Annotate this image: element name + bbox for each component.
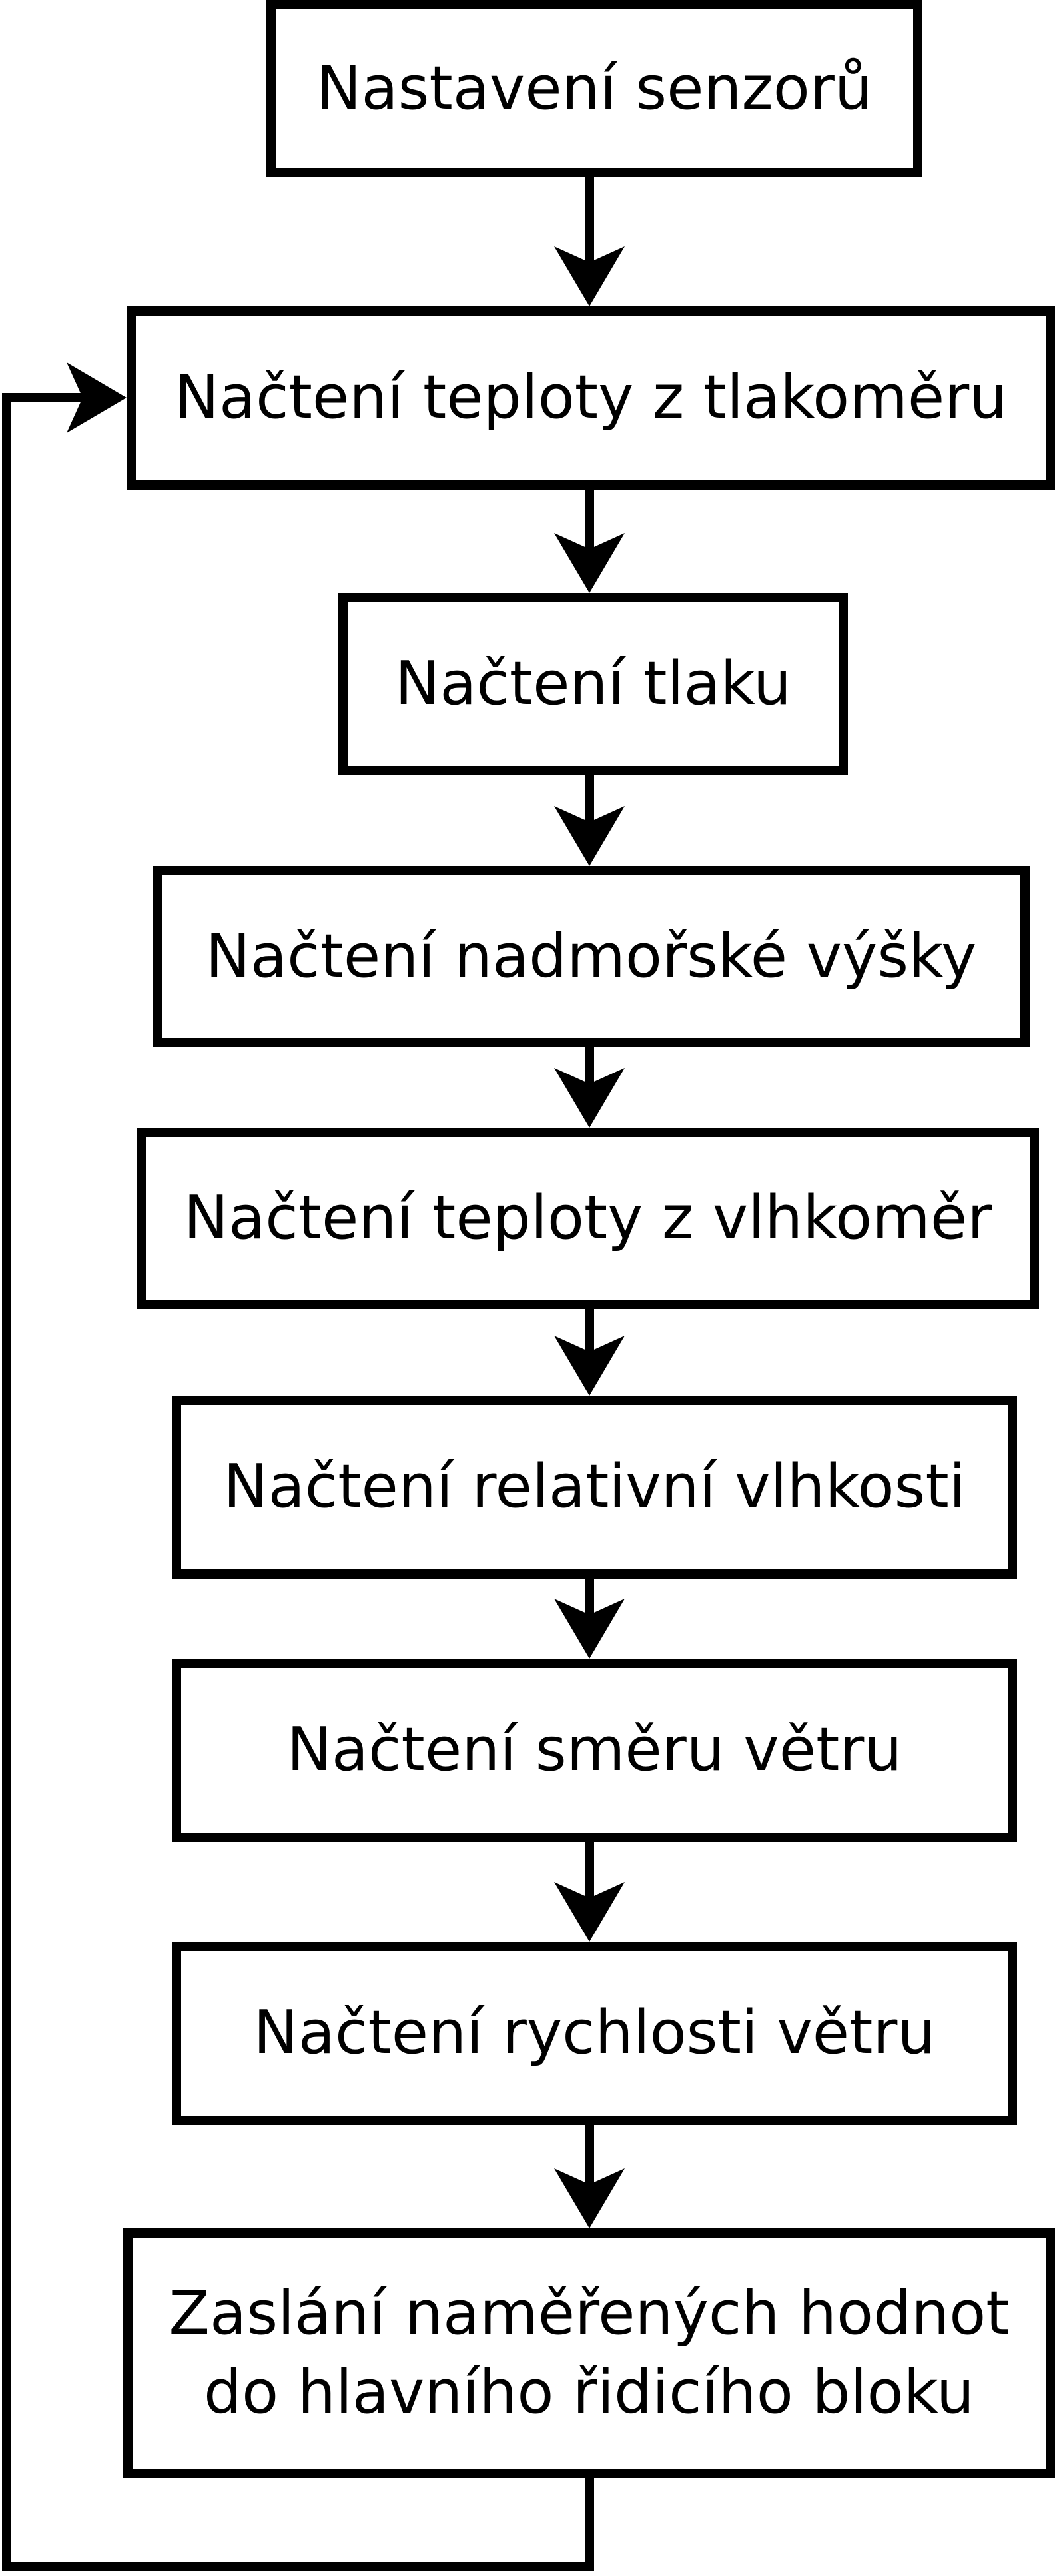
edge-line-read-altitude-to-read-temp-humidity: [585, 1047, 594, 1085]
flow-node-read-wind-dir: Načtení směru větru: [172, 1659, 1017, 1842]
edge-line-read-wind-dir-to-read-wind-speed: [585, 1842, 594, 1899]
flow-node-read-pressure: Načtení tlaku: [338, 593, 848, 775]
node-label-line1: Zaslání naměřených hodnot: [169, 2278, 1010, 2348]
flow-node-read-wind-speed: Načtení rychlosti větru: [172, 1942, 1017, 2125]
loopback-line-left: [2, 393, 11, 2571]
arrow-down-icon: [554, 533, 625, 593]
arrow-down-icon: [554, 1068, 625, 1128]
arrow-down-icon: [554, 2168, 625, 2228]
arrow-down-icon: [554, 1599, 625, 1659]
arrow-down-icon: [554, 806, 625, 866]
flow-node-read-rel-humidity: Načtení relativní vlhkosti: [172, 1396, 1017, 1579]
node-label: Načtení rychlosti větru: [253, 1998, 936, 2068]
edge-line-read-pressure-to-read-altitude: [585, 775, 594, 823]
loopback-line-bottom: [2, 2562, 594, 2571]
node-label: Načtení nadmořské výšky: [205, 921, 977, 991]
loopback-line-down: [585, 2478, 594, 2571]
flow-node-start: Nastavení senzorů: [266, 0, 922, 177]
node-label: Načtení směru větru: [286, 1715, 902, 1785]
node-label: Načtení teploty z vlhkoměr: [183, 1182, 992, 1253]
edge-line-start-to-read-temp-pressure: [585, 177, 594, 264]
node-label: Načtení tlaku: [394, 648, 792, 719]
edge-line-read-wind-speed-to-send-values: [585, 2125, 594, 2186]
node-label: Nastavení senzorů: [316, 53, 873, 123]
node-label: Načtení relativní vlhkosti: [223, 1452, 966, 1522]
flow-node-read-temp-humidity: Načtení teploty z vlhkoměr: [137, 1128, 1039, 1309]
arrow-down-icon: [554, 246, 625, 306]
loopback-line-into-node: [2, 393, 87, 402]
arrow-right-icon: [67, 362, 127, 433]
node-label-line2: do hlavního řidicího bloku: [204, 2357, 974, 2427]
edge-line-read-temp-humidity-to-read-rel-humidity: [585, 1309, 594, 1353]
edge-line-read-temp-pressure-to-read-pressure: [585, 490, 594, 550]
flow-node-read-temp-pressure: Načtení teploty z tlakoměru: [127, 306, 1055, 490]
flow-node-read-altitude: Načtení nadmořské výšky: [153, 866, 1030, 1047]
arrow-down-icon: [554, 1882, 625, 1942]
node-label: Načtení teploty z tlakoměru: [174, 362, 1008, 433]
edge-line-read-rel-humidity-to-read-wind-dir: [585, 1579, 594, 1616]
flow-node-send-values: Zaslání naměřených hodnot do hlavního ři…: [123, 2228, 1055, 2478]
arrow-down-icon: [554, 1336, 625, 1396]
